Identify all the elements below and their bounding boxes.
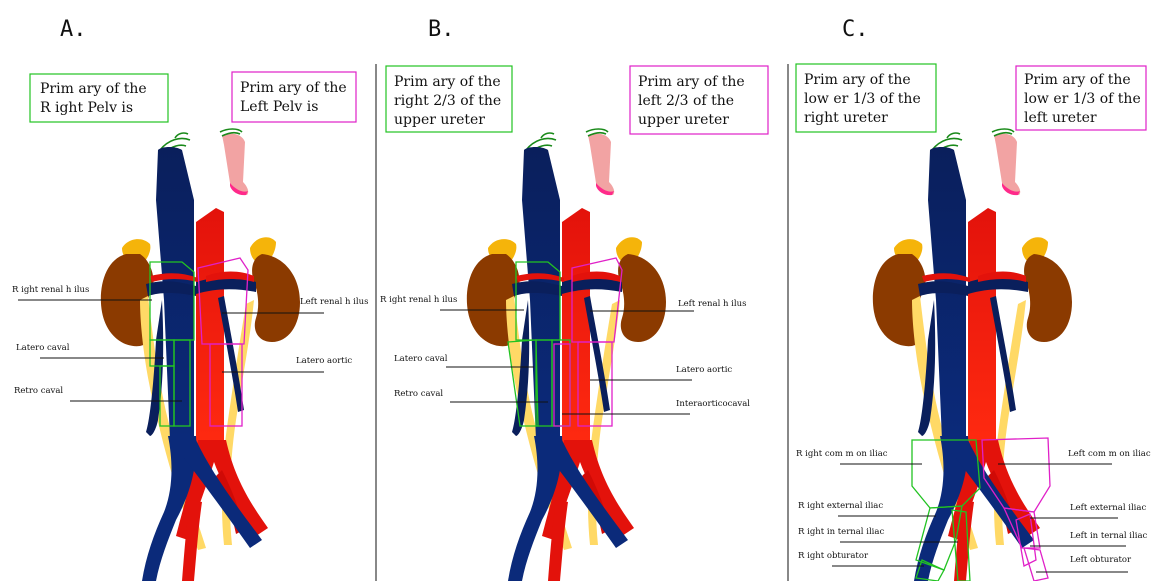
- label-left-external-iliac: Left external iliac: [1070, 503, 1146, 513]
- label-retro-caval: Retro caval: [14, 386, 63, 396]
- box-c-right-line2: low er 1/3 of the: [1024, 91, 1141, 107]
- label-latero-aortic: Latero aortic: [296, 356, 352, 366]
- panel-letter-c: C.: [842, 17, 869, 42]
- label-left-renal-hilus: Left renal h ilus: [300, 297, 368, 307]
- box-c-right-line3: left ureter: [1024, 110, 1097, 126]
- label-right-common-iliac: R ight com m on iliac: [796, 449, 888, 459]
- label-latero-caval-b: Latero caval: [394, 354, 448, 364]
- panel-b: B. Prim ary of the right 2/3 of the uppe…: [380, 17, 768, 581]
- panel-letter-b: B.: [428, 17, 455, 42]
- box-c-left-line2: low er 1/3 of the: [804, 91, 921, 107]
- label-interaortocaval-b: Interaorticocaval: [676, 399, 750, 409]
- panel-c: C. Prim ary of the low er 1/3 of the rig…: [796, 17, 1151, 581]
- box-left-pelvis-line2: Left Pelv is: [240, 99, 318, 115]
- label-left-renal-hilus-b: Left renal h ilus: [678, 299, 746, 309]
- label-right-renal-hilus-b: R ight renal h ilus: [380, 295, 457, 305]
- box-b-left-line3: upper ureter: [394, 112, 485, 128]
- label-right-obturator: R ight obturator: [798, 551, 869, 561]
- box-c-right-line1: Prim ary of the: [1024, 72, 1131, 88]
- box-b-right-line1: Prim ary of the: [638, 74, 745, 90]
- box-b-left-line2: right 2/3 of the: [394, 93, 501, 109]
- box-right-pelvis-line2: R ight Pelv is: [40, 100, 133, 116]
- label-latero-caval: Latero caval: [16, 343, 70, 353]
- label-right-external-iliac: R ight external iliac: [798, 501, 883, 511]
- panel-a: A. Prim ary of the R ight Pelv is Prim a…: [12, 17, 368, 581]
- label-right-renal-hilus: R ight renal h ilus: [12, 285, 89, 295]
- box-left-pelvis-line1: Prim ary of the: [240, 80, 347, 96]
- label-left-common-iliac: Left com m on iliac: [1068, 449, 1151, 459]
- box-c-left-line1: Prim ary of the: [804, 72, 911, 88]
- label-left-obturator: Left obturator: [1070, 555, 1132, 565]
- box-b-right-line2: left 2/3 of the: [638, 93, 734, 109]
- label-latero-aortic-b: Latero aortic: [676, 365, 732, 375]
- box-c-left-line3: right ureter: [804, 110, 888, 126]
- box-b-left-line1: Prim ary of the: [394, 74, 501, 90]
- label-retro-caval-b: Retro caval: [394, 389, 443, 399]
- box-right-pelvis-line1: Prim ary of the: [40, 81, 147, 97]
- label-left-internal-iliac: Left in ternal iliac: [1070, 531, 1148, 541]
- panel-letter-a: A.: [60, 17, 87, 42]
- box-b-right-line3: upper ureter: [638, 112, 729, 128]
- label-right-internal-iliac: R ight in ternal iliac: [798, 527, 884, 537]
